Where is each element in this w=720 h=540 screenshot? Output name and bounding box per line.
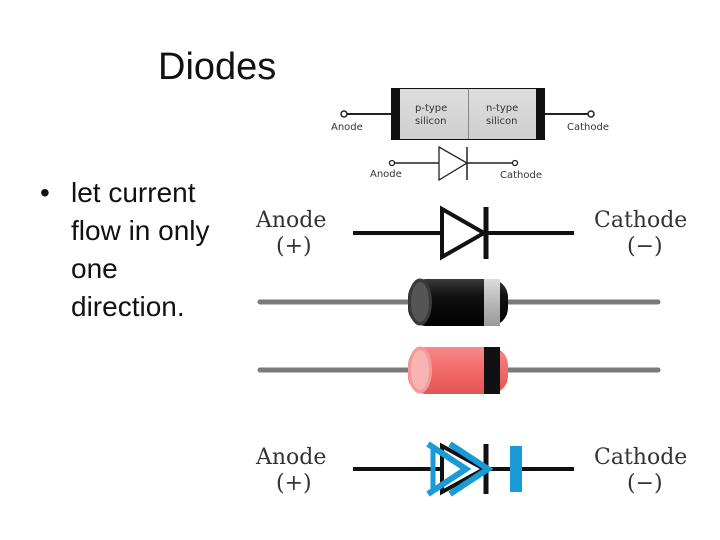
p-type-region (400, 89, 468, 139)
flow-cathode-bar-icon (510, 446, 522, 492)
cathode-band-black (484, 347, 500, 394)
bullet-text: let current flow in only one direction. (71, 177, 210, 322)
small-cathode-label: Cathode (500, 170, 542, 181)
small-anode-terminal (388, 159, 396, 167)
red-diode-component (257, 346, 661, 394)
red-diode-body (408, 347, 508, 394)
top-triangle (440, 205, 489, 261)
junction-cathode-terminal (587, 110, 595, 118)
flow-arrow-1-icon (426, 441, 472, 497)
n-type-label-1: n-type (486, 103, 518, 114)
bottom-anode-label: Anode (255, 445, 326, 470)
top-anode-polarity: (+) (276, 234, 312, 259)
bullet-dot: • (40, 177, 50, 208)
top-anode-label: Anode (255, 208, 326, 233)
top-cathode-polarity: (−) (627, 234, 663, 259)
n-type-label-2: silicon (486, 116, 518, 127)
slide-title: Diodes (158, 46, 277, 88)
diode-symbol-bottom: Anode (+) Cathode (−) (255, 441, 687, 497)
small-triangle (438, 145, 469, 182)
pn-junction-diagram: p-type silicon n-type silicon Anode Cath… (331, 88, 609, 140)
red-diode-endcap-face (411, 350, 429, 390)
bullet-item: • let current flow in only one direction… (40, 174, 235, 326)
cathode-band-silver (484, 279, 500, 326)
small-anode-label: Anode (370, 169, 402, 180)
junction-anode-label: Anode (331, 122, 363, 133)
diode-symbol-top: Anode (+) Cathode (−) (255, 205, 687, 261)
bottom-cathode-label: Cathode (594, 445, 687, 470)
bottom-anode-polarity: (+) (276, 471, 312, 496)
black-diode-body (408, 279, 508, 326)
p-type-label-2: silicon (415, 116, 447, 127)
n-type-region (469, 89, 536, 139)
flow-arrow-2-icon (448, 441, 494, 497)
black-diode-component (257, 278, 661, 326)
small-diode-symbol: Anode Cathode (370, 145, 542, 182)
junction-cathode-label: Cathode (567, 122, 609, 133)
top-cathode-label: Cathode (594, 208, 687, 233)
small-cathode-terminal (511, 159, 519, 167)
p-type-label-1: p-type (415, 103, 447, 114)
black-diode-endcap-face (411, 282, 429, 322)
bottom-cathode-polarity: (−) (627, 471, 663, 496)
junction-anode-terminal (340, 110, 348, 118)
